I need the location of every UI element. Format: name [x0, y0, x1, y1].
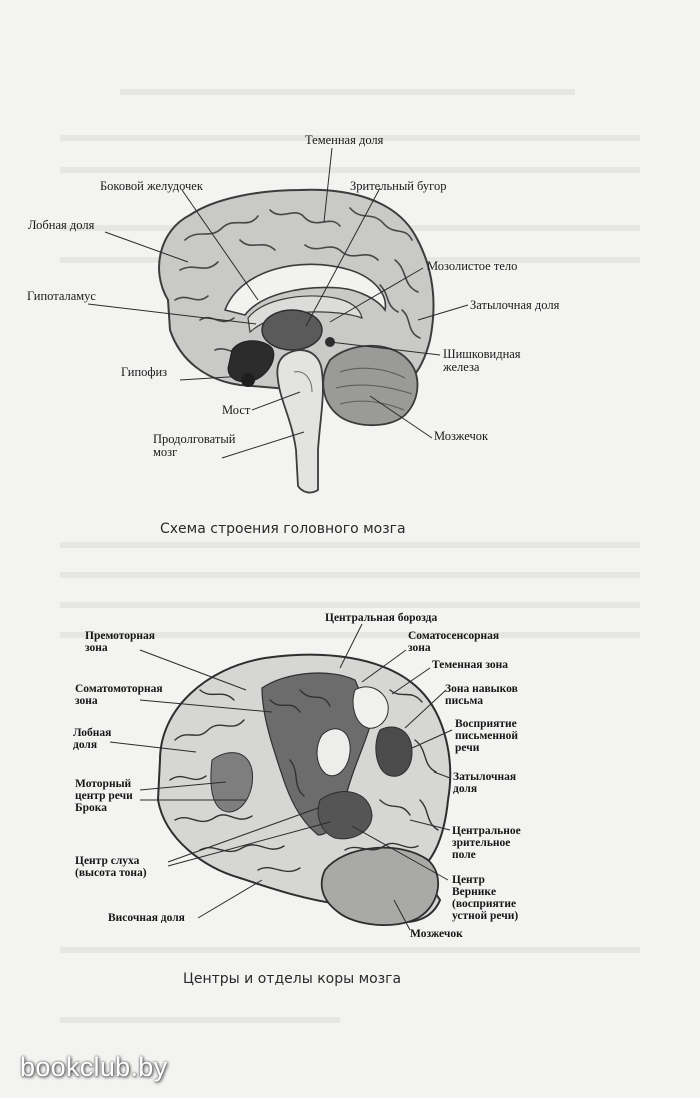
label-premotor-zone: Премоторная зона — [85, 630, 155, 654]
watermark: bookclub.by — [20, 1052, 168, 1082]
wernicke-dark-zone — [317, 791, 373, 840]
label-wernicke-center: Центр Верникe (восприятие устной речи) — [452, 874, 519, 922]
writing-light-zone — [316, 728, 351, 777]
lateral-brain — [109, 623, 453, 931]
label-broca-center: Моторный центр речи Брока — [75, 778, 133, 814]
label-somatosensory-zone: Соматосенсорная зона — [408, 630, 500, 654]
label-central-sulcus: Центральная борозда — [325, 612, 438, 624]
cerebellum-folds — [335, 367, 413, 411]
caption-diagram-2: Центры и отделы коры мозга — [183, 971, 402, 987]
parietal-dark-zone — [375, 726, 413, 777]
label-parietal-zone: Теменная зона — [432, 659, 509, 671]
label-parietal-lobe: Теменная доля — [305, 133, 384, 147]
cortex-gyri — [169, 689, 439, 873]
label-cerebellum-2: Мозжечок — [410, 928, 463, 940]
thalamus-shape — [261, 309, 323, 351]
hypothalamus-shape — [227, 340, 275, 383]
label-medulla: Продолговатый мозг — [153, 432, 236, 459]
label-hearing-center: Центр слуха (высота тона) — [75, 855, 147, 879]
sagittal-brain — [87, 147, 469, 494]
label-thalamus: Зрительный бугор — [350, 179, 447, 193]
label-occipital-lobe: Затылочная доля — [470, 298, 560, 312]
label-written-speech: Восприятие письменной речи — [455, 718, 519, 754]
label-frontal-lobe-2: Лобная доля — [73, 727, 112, 751]
somatosensory-light-zone — [352, 686, 389, 729]
label-occipital-lobe-2: Затылочная доля — [453, 771, 517, 795]
label-somatomotor-zone: Соматомоторная зона — [75, 683, 163, 707]
label-writing-zone: Зона навыков письма — [445, 683, 518, 707]
cerebellum2-shape — [320, 846, 439, 927]
label-pineal-gland: Шишковидная железа — [443, 347, 521, 374]
label-pituitary: Гипофиз — [121, 365, 168, 379]
label-visual-field: Центральное зрительное поле — [452, 825, 521, 861]
pituitary-shape — [241, 373, 255, 387]
label-corpus-callosum: Мозолистое тело — [427, 259, 518, 273]
premotor-dark-zone — [210, 752, 254, 813]
leader-lines-1 — [87, 147, 469, 459]
label-frontal-lobe: Лобная доля — [28, 218, 95, 232]
label-temporal-lobe: Височная доля — [108, 912, 185, 924]
brainstem-shape — [276, 349, 324, 494]
pons-line — [293, 371, 313, 393]
label-pons: Мост — [222, 403, 251, 417]
gyri-lines — [174, 207, 421, 355]
label-cerebellum: Мозжечок — [434, 429, 489, 443]
caption-diagram-1: Схема строения головного мозга — [160, 521, 406, 537]
leader-lines-2 — [109, 623, 453, 931]
label-hypothalamus: Гипоталамус — [27, 289, 96, 303]
corpus-callosum-shape — [223, 263, 387, 316]
label-lateral-ventricle: Боковой желудочек — [100, 179, 203, 193]
